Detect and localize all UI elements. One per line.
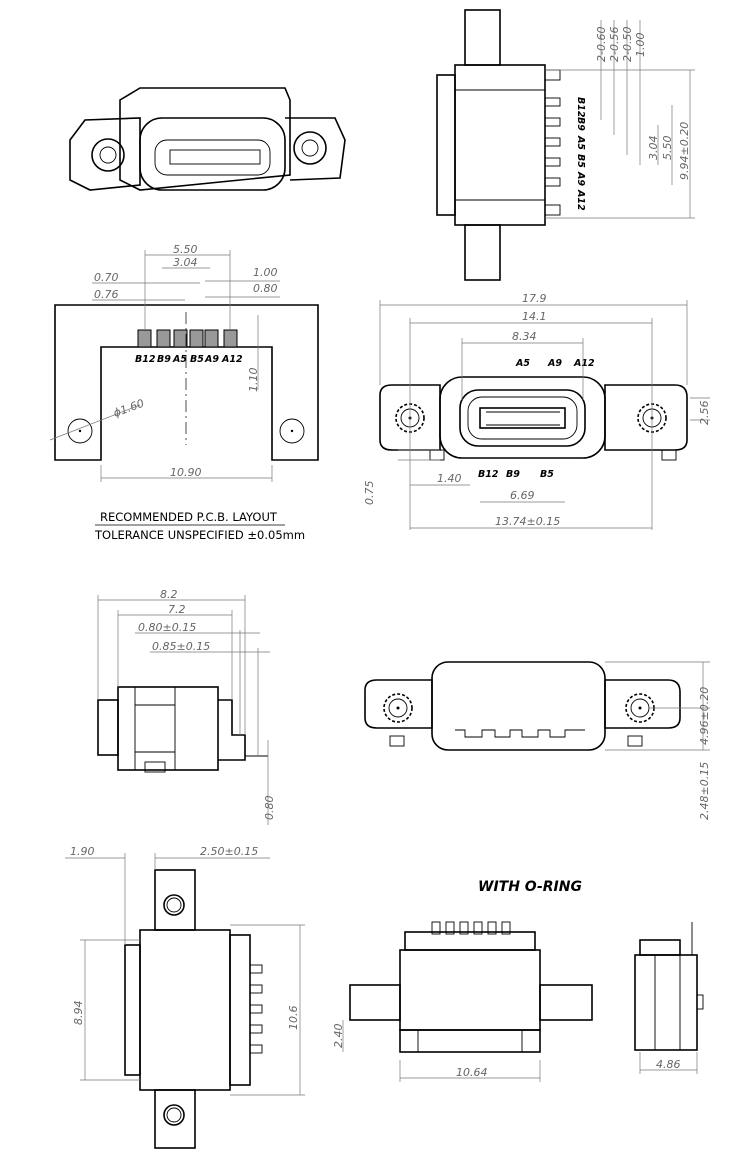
dimension-label: 2-0.60: [595, 27, 608, 62]
dimension-label: 5.50: [661, 136, 674, 161]
gear-hole-icon: [625, 693, 655, 723]
isometric-view: [69, 87, 346, 191]
dimension-label: 8.2: [160, 588, 178, 601]
pin-label: B5: [540, 469, 554, 480]
dimension-label: ϕ1.60: [112, 397, 146, 420]
dimension-label: 1.10: [247, 368, 260, 393]
dimension-label: 0.80±0.15: [138, 621, 196, 634]
dimension-label: 14.1: [522, 310, 547, 323]
dimension-label: 10.64: [456, 1066, 488, 1079]
dimension-label: 0.85±0.15: [152, 640, 210, 653]
dimension-label: 0.75: [363, 481, 376, 506]
oring-title: WITH O-RING: [478, 879, 582, 895]
pin-label: B12: [575, 97, 586, 118]
dimension-label: 2.56: [698, 401, 711, 426]
dimension-label: 0.80: [263, 796, 276, 821]
dimension-label: 1.40: [437, 472, 462, 485]
pin-label: B9: [575, 117, 586, 131]
mounting-hole-icon: [293, 131, 327, 165]
pin-label: A5: [515, 358, 530, 369]
pin-label: A9: [547, 358, 562, 369]
pcb-layout-view: B12 B9 A5 B5 A9 A12 5.50 3.04 0.70 0.76 …: [49, 243, 319, 542]
pin-label: A5: [575, 135, 586, 150]
pin-label: A12: [573, 358, 595, 369]
pin-label: B9: [506, 469, 520, 480]
dimension-label: 13.74±0.15: [495, 515, 560, 528]
profile-view: 8.2 7.2 0.80±0.15 0.85±0.15 0.80: [97, 588, 276, 825]
mounting-hole-icon: [279, 418, 305, 444]
dimension-label: 0.80: [253, 282, 278, 295]
dimension-label: 0.70: [94, 271, 119, 284]
pin-label: B5: [190, 354, 204, 365]
tolerance-note: TOLERANCE UNSPECIFIED ±0.05mm: [94, 528, 305, 542]
pin-label: B5: [575, 154, 586, 168]
dimension-label: 1.00: [634, 33, 647, 58]
pin-label: A9: [575, 171, 586, 186]
dimension-label: 17.9: [522, 292, 547, 305]
dimension-label: 9.94±0.20: [678, 122, 691, 180]
dimension-label: 2-0.50: [621, 27, 634, 62]
dimension-label: 4.96±0.20: [698, 687, 711, 745]
dimension-label: 2-0.56: [608, 27, 621, 62]
front-view: A5 A9 A12 B12 B9 B5 17.9 14.1 8.34 2.56 …: [363, 292, 711, 530]
dimension-label: 3.04: [647, 136, 660, 161]
side-view: B12 B9 A5 B5 A9 A12 2-0.60 2-0.56 2-0.50…: [436, 9, 695, 281]
pin-label: A12: [221, 354, 243, 365]
pin-label: B12: [135, 354, 156, 365]
dimension-label: 2.50±0.15: [200, 845, 258, 858]
dimension-label: 6.69: [510, 489, 535, 502]
pin-label: A9: [204, 354, 219, 365]
gear-hole-icon: [383, 693, 413, 723]
dimension-label: 4.86: [656, 1058, 681, 1071]
dimension-label: 1.90: [70, 845, 95, 858]
dimension-label: 8.34: [512, 330, 537, 343]
dimension-label: 3.04: [173, 256, 198, 269]
pin-label: A5: [172, 354, 187, 365]
dimension-label: 0.76: [94, 288, 119, 301]
dimension-label: 8.94: [72, 1001, 85, 1026]
dimension-label: 2.48±0.15: [698, 762, 711, 820]
pin-label: B12: [478, 469, 499, 480]
mounting-hole-icon: [67, 418, 93, 444]
dimension-label: 2.40: [332, 1024, 345, 1049]
dimension-label: 7.2: [168, 603, 186, 616]
rear-view: 4.96±0.20 2.48±0.15: [364, 661, 711, 820]
dimension-label: 5.50: [173, 243, 198, 256]
dimension-label: 1.00: [253, 266, 278, 279]
dimension-label: 10.6: [287, 1006, 300, 1031]
pcb-layout-title: RECOMMENDED P.C.B. LAYOUT: [100, 510, 278, 524]
oring-view: WITH O-RING 2.40 10.64 4.86: [332, 879, 704, 1082]
pin-label: A12: [575, 189, 586, 211]
dimension-label: 10.90: [170, 466, 202, 479]
bottom-view: 1.90 2.50±0.15 8.94 10.6: [65, 845, 305, 1149]
pin-label: B9: [157, 354, 171, 365]
mounting-hole-icon: [91, 138, 125, 172]
